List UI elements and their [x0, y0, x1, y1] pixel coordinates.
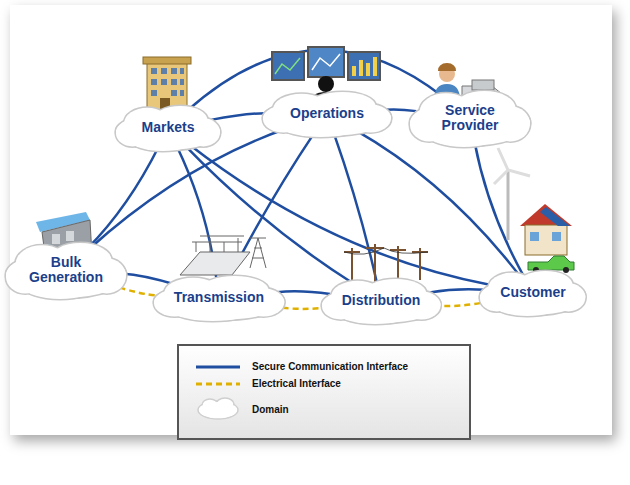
communication-interface [211, 113, 267, 120]
domain-cloud: Service Provider [410, 91, 530, 146]
customer-home-icon [494, 148, 574, 273]
communication-interface [89, 128, 288, 249]
substation-icon [180, 236, 266, 275]
legend-dash-sample [196, 383, 240, 386]
domain-label: Markets [142, 120, 195, 135]
legend-text: Domain [252, 404, 289, 415]
distribution-poles [344, 244, 428, 282]
legend-text: Secure Communication Interface [252, 361, 408, 372]
legend-box [178, 345, 470, 439]
communication-interface [385, 110, 416, 112]
domain-label: Distribution [342, 293, 421, 308]
communication-interface [333, 132, 377, 283]
legend-text: Electrical Interface [252, 378, 341, 389]
domain-label: Transmission [174, 290, 264, 305]
communication-interface [87, 146, 159, 249]
domain-label: Customer [500, 285, 565, 300]
domain-label: Service Provider [430, 103, 510, 134]
domain-cloud: Markets [116, 106, 220, 150]
legend-line-sample [196, 366, 240, 369]
domain-cloud: Customer [480, 271, 585, 315]
domain-cloud: Distribution [322, 279, 441, 323]
communication-interface [430, 289, 485, 292]
communication-interface [474, 141, 523, 275]
domain-cloud: Transmission [154, 276, 284, 320]
domain-cloud: Operations [263, 92, 391, 136]
legend-cloud-sample [198, 398, 238, 419]
communication-interface [277, 291, 330, 294]
communication-interface [355, 130, 520, 276]
domain-label: Bulk Generation [26, 255, 106, 286]
market-building [143, 57, 191, 112]
domain-cloud: Bulk Generation [6, 243, 126, 298]
domain-label: Operations [290, 106, 364, 121]
